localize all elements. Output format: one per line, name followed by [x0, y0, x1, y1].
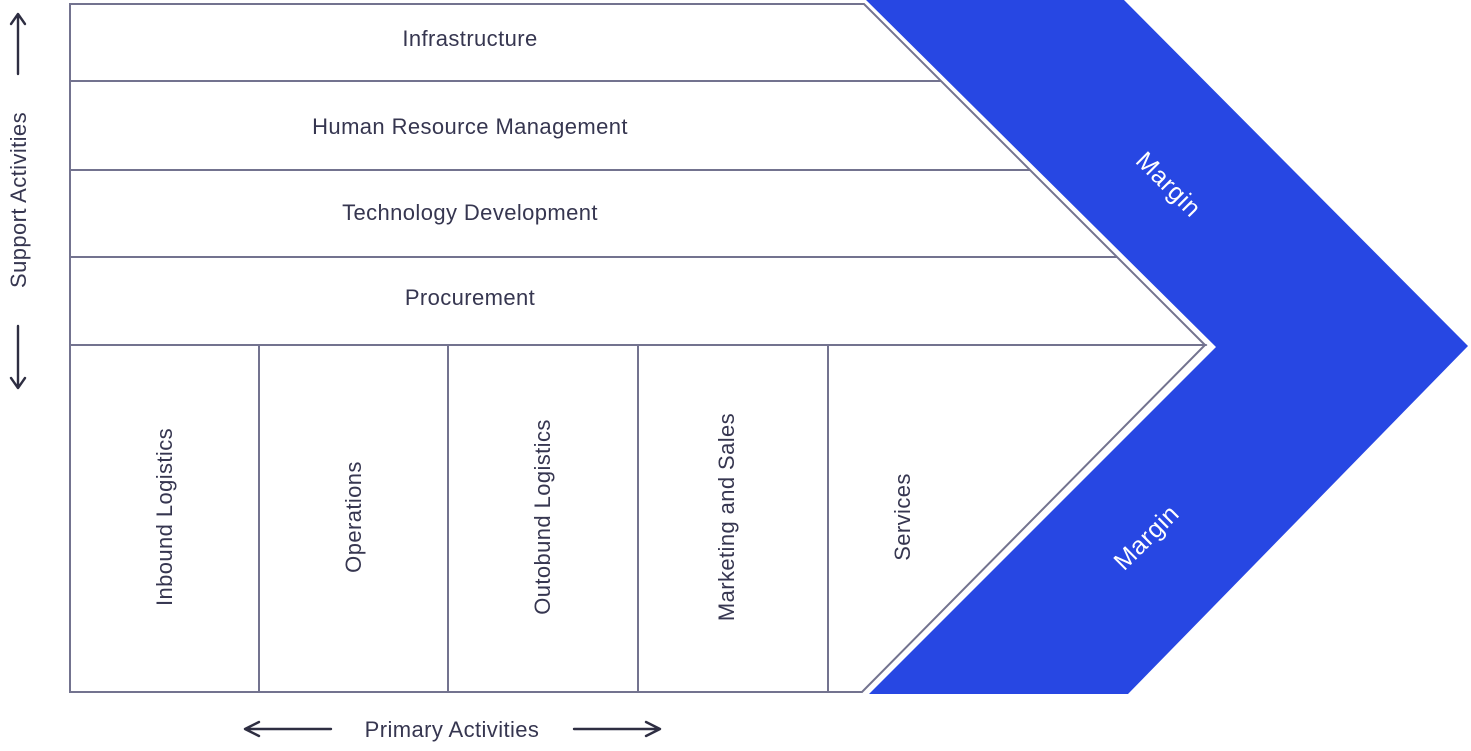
support-row-label-human-resource-management: Human Resource Management — [312, 114, 628, 139]
arrow-left-icon — [243, 720, 333, 738]
arrow-down-icon — [9, 324, 27, 390]
margin-chevron-shape — [866, 0, 1468, 694]
primary-column-label-inbound-logistics: Inbound Logistics — [152, 427, 177, 607]
primary-axis-label: Primary Activities — [364, 717, 540, 742]
arrow-up-icon — [9, 12, 27, 76]
support-row-label-procurement: Procurement — [404, 285, 536, 310]
support-row-label-technology-development: Technology Development — [342, 200, 598, 225]
primary-column-label-operations: Operations — [341, 461, 366, 573]
support-axis-label: Support Activities — [6, 112, 31, 288]
primary-column-label-outobund-logistics: Outobund Logistics — [530, 419, 555, 615]
arrow-right-icon — [572, 720, 662, 738]
primary-column-label-marketing-and-sales: Marketing and Sales — [714, 412, 739, 622]
primary-column-label-services: Services — [890, 473, 915, 561]
support-row-label-infrastructure: Infrastructure — [402, 26, 538, 51]
